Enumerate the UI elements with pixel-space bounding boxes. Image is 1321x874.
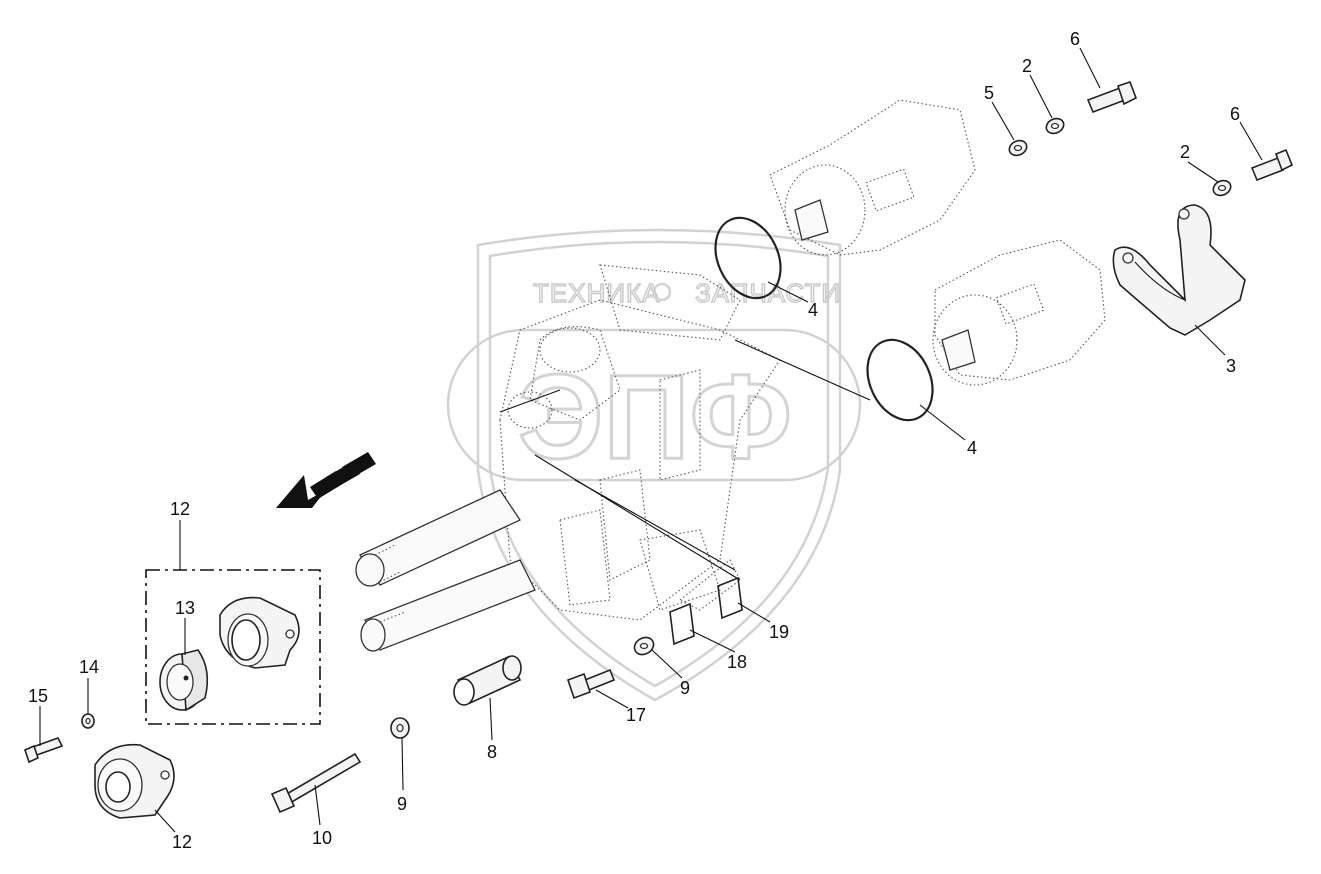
long-bolt-10: [283, 752, 362, 805]
spacer-bushing-8: [453, 655, 522, 706]
label-15: 15: [28, 686, 48, 706]
label-4-upper: 4: [808, 300, 818, 320]
bolt-6-lower: [1250, 148, 1294, 182]
kit-group-box: [145, 569, 321, 725]
flange-bearing-12: [94, 743, 175, 819]
label-14: 14: [79, 657, 99, 677]
bolt-17: [566, 668, 616, 700]
direction-arrow: [276, 452, 376, 508]
bracket-hole-side: [1122, 252, 1134, 264]
watermark-gear-icon: [652, 282, 672, 302]
part-labels: 6 2 5 6 2 4 3 4 12 13 14 15 12 10 9 8 17…: [28, 29, 1240, 852]
motor-upper-spline: [794, 199, 829, 241]
label-6-upper: 6: [1070, 29, 1080, 49]
watermark: ТЕХНИКА ЗАПЧАСТИ ЭПФ: [446, 228, 862, 702]
label-9-upper: 9: [680, 678, 690, 698]
hydraulic-motor-upper: [769, 99, 976, 256]
label-17: 17: [626, 705, 646, 725]
label-2-upper: 2: [1022, 56, 1032, 76]
mounting-bracket: [1112, 204, 1246, 336]
label-2-lower: 2: [1180, 142, 1190, 162]
label-8: 8: [487, 742, 497, 762]
arrow-head: [276, 475, 326, 508]
bracket-hole-top: [1178, 208, 1190, 220]
upper-shaft-end: [355, 553, 385, 587]
label-13: 13: [175, 598, 195, 618]
bearing-insert-13: [159, 649, 209, 712]
label-9-lower: 9: [397, 794, 407, 814]
label-3: 3: [1226, 356, 1236, 376]
clip-18: [669, 602, 695, 646]
watermark-oval: [446, 328, 862, 482]
hydraulic-motor-lower: [932, 239, 1106, 386]
clip-19: [717, 576, 743, 620]
bolt-6-upper: [1086, 80, 1138, 114]
lower-shaft-end: [360, 618, 386, 652]
motor-lower-spline: [941, 329, 976, 371]
label-5: 5: [984, 83, 994, 103]
label-18: 18: [727, 652, 747, 672]
flange-housing-box: [219, 596, 300, 669]
watermark-text-left: ТЕХНИКА: [533, 278, 661, 308]
o-ring-upper: [714, 216, 782, 300]
gearbox-housing: [499, 264, 871, 621]
label-12-flange: 12: [172, 832, 192, 852]
watermark-shield-inner: [488, 240, 830, 688]
label-10: 10: [312, 828, 332, 848]
output-shafts: [355, 489, 536, 652]
leader-lines: [39, 47, 1263, 833]
watermark-text-right: ЗАПЧАСТИ: [695, 278, 841, 308]
arrow-dash-3: [342, 452, 376, 479]
o-ring-lower: [866, 338, 934, 422]
label-6-lower: 6: [1230, 104, 1240, 124]
label-12-kit: 12: [170, 499, 190, 519]
label-4-lower: 4: [967, 438, 977, 458]
label-19: 19: [769, 622, 789, 642]
